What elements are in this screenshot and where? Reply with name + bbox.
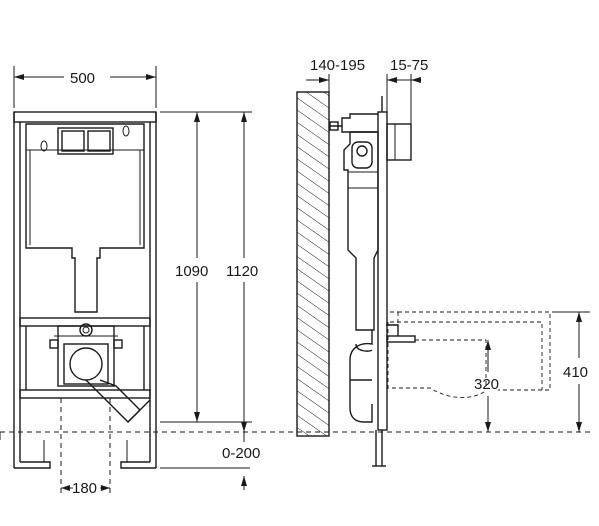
label-foot-spacing: 180 (72, 480, 97, 497)
label-height-total: 1120 (226, 263, 258, 280)
label-depth-offset: 15-75 (390, 57, 428, 74)
label-height-inner: 1090 (175, 263, 208, 280)
label-frame-width: 500 (70, 70, 95, 87)
dim-frame-width: 500 (13, 66, 157, 108)
side-view (296, 91, 551, 467)
dim-foot-spacing: 180 (61, 480, 110, 497)
cistern (25, 123, 145, 313)
side-cistern (343, 131, 379, 331)
waste-fitting (57, 325, 115, 387)
label-floor-adjust: 0-200 (222, 445, 260, 462)
side-frame (377, 111, 388, 431)
dim-heights: 1090 1120 (160, 111, 258, 432)
dim-bowl: 320 410 (474, 311, 590, 432)
wall-hatched (296, 91, 330, 437)
dim-floor-adjust: 0-200 (160, 432, 260, 490)
label-bowl-top-height: 410 (563, 364, 588, 381)
dim-wall-offsets: 140-195 15-75 (306, 57, 428, 124)
front-view (13, 111, 157, 495)
side-flush-box (386, 123, 412, 161)
label-bowl-height: 320 (474, 376, 499, 393)
front-frame-outer (13, 111, 157, 123)
label-wall-gap: 140-195 (310, 57, 365, 74)
flush-plate (57, 127, 114, 155)
